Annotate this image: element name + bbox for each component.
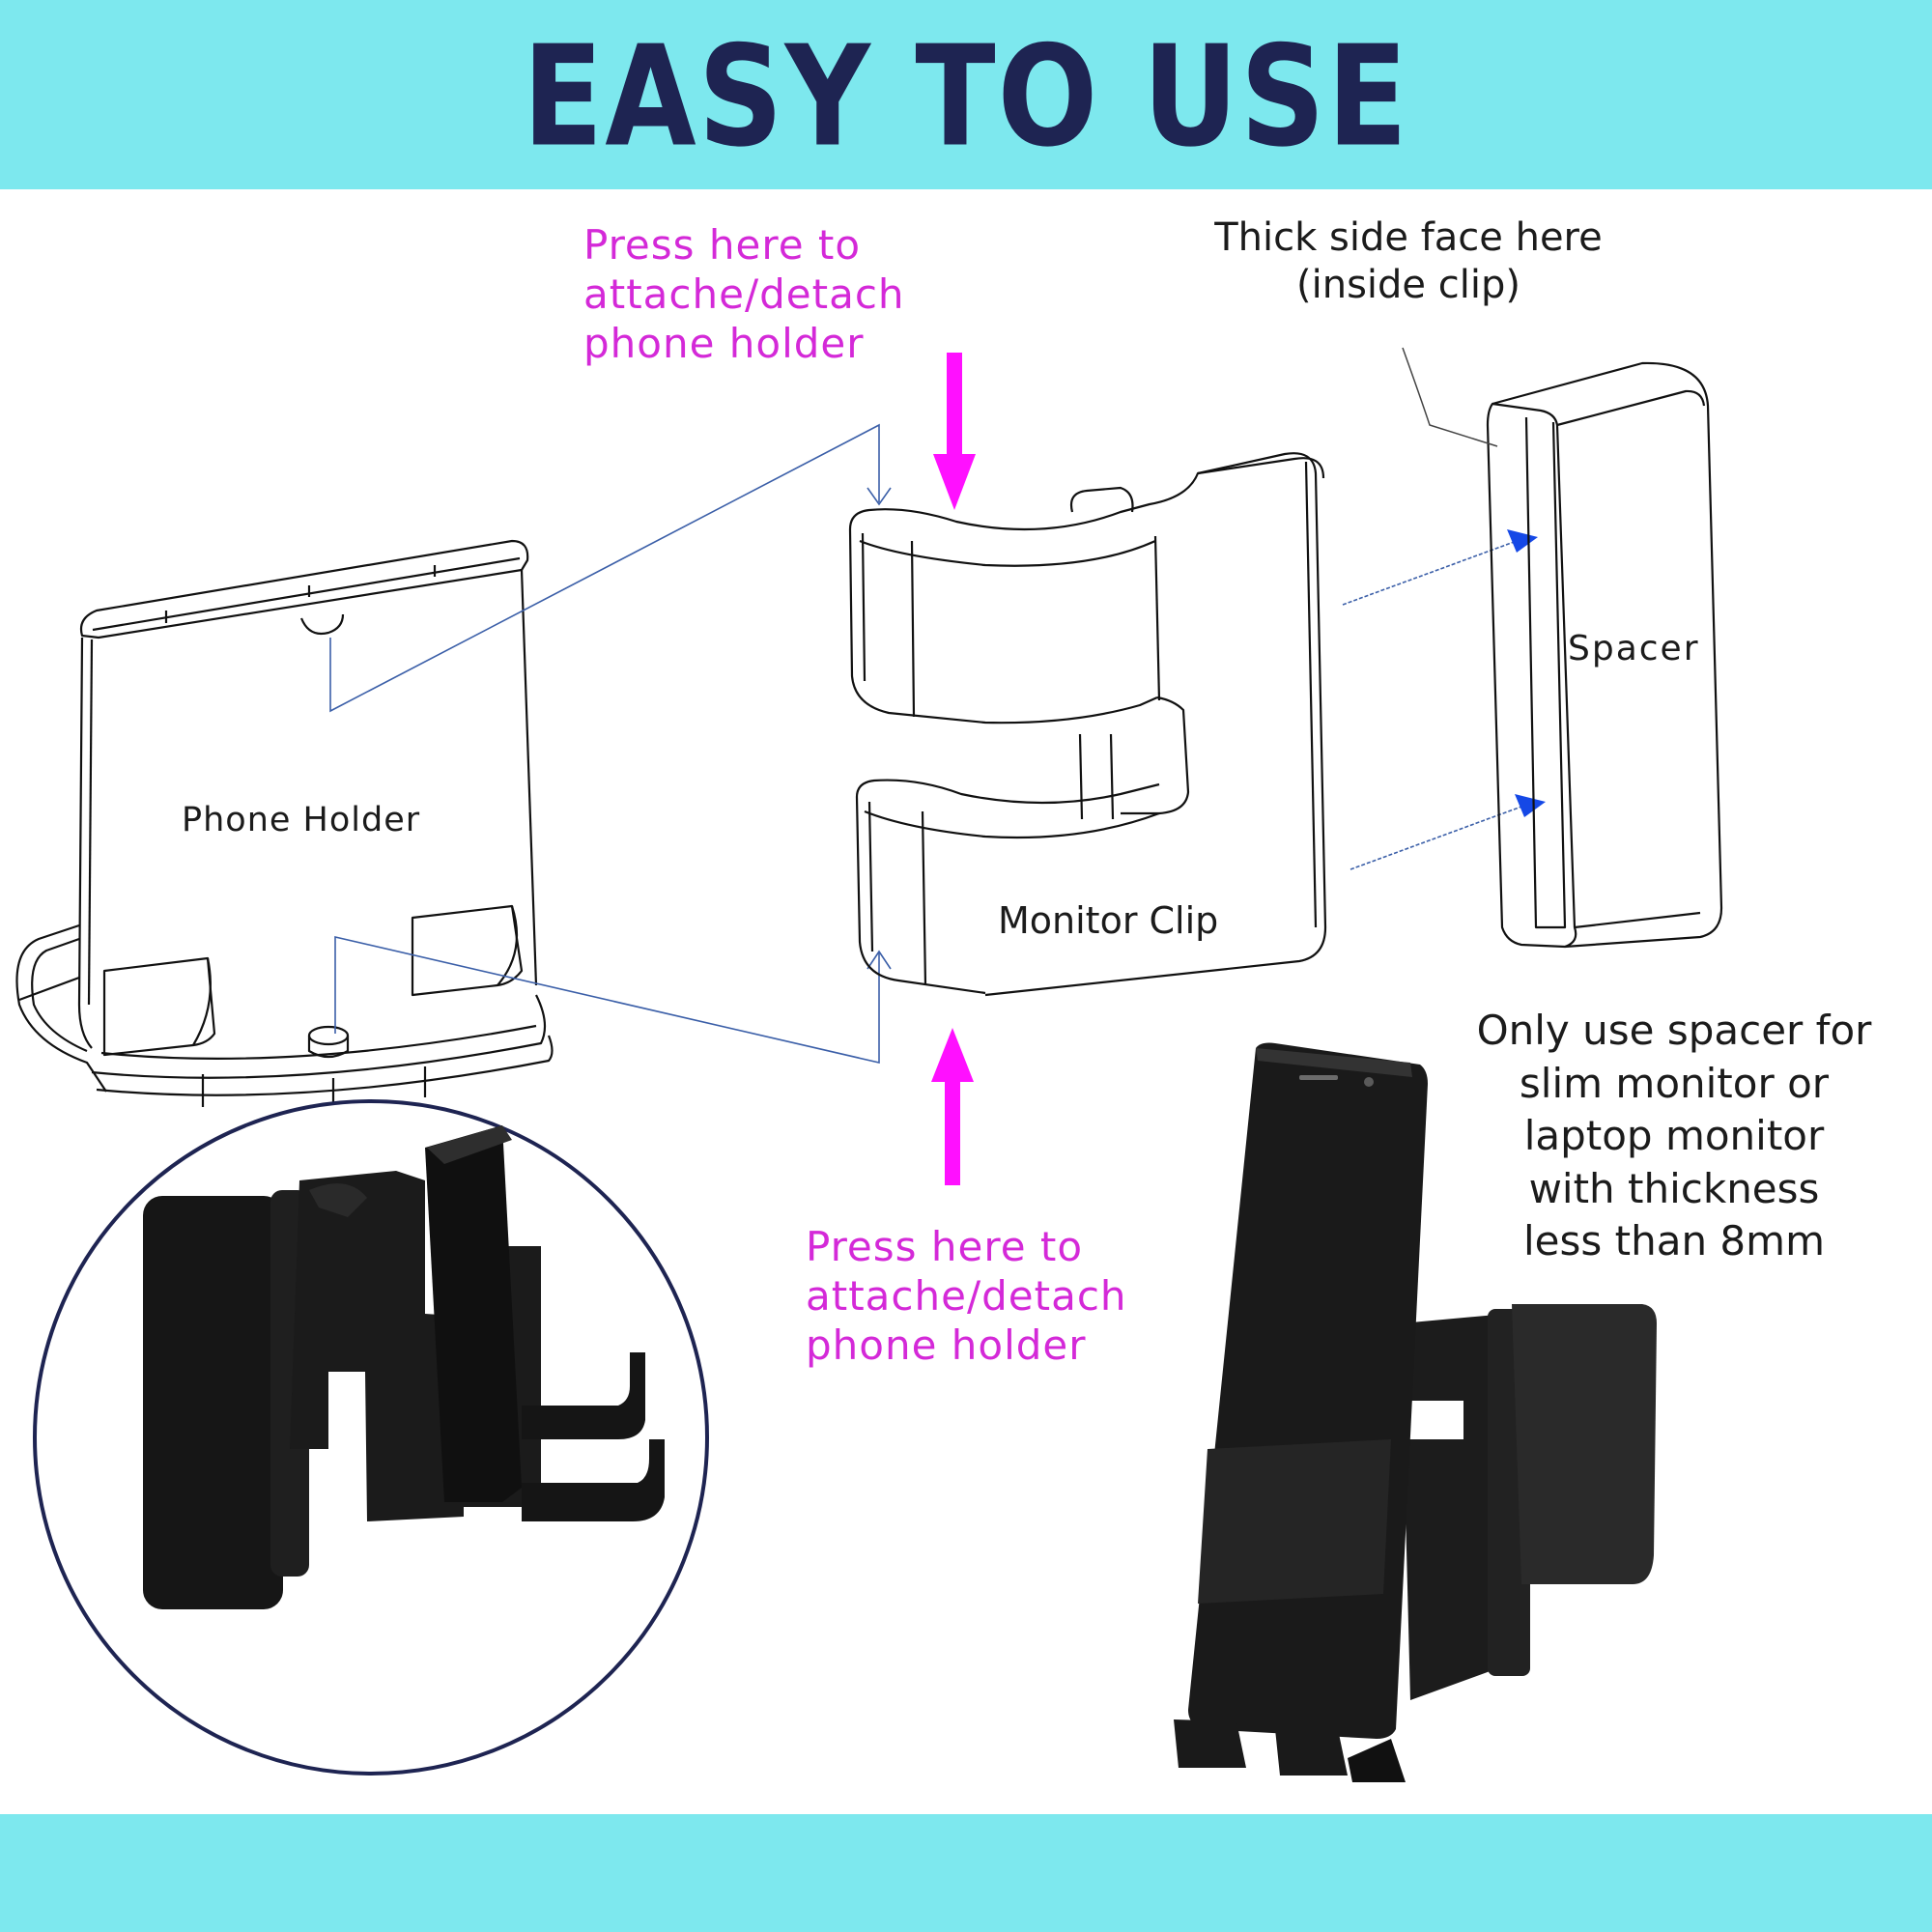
spacer-usage-note: Only use spacer for slim monitor or lapt…	[1476, 1007, 1872, 1265]
monitor-clip-drawing	[848, 452, 1327, 997]
part-label-spacer: Spacer	[1568, 629, 1700, 668]
thick-side-note: Thick side face here (inside clip)	[1214, 215, 1603, 307]
thick-side-leader	[1402, 347, 1498, 447]
spacer-drawing	[1486, 361, 1723, 949]
press-label-top: Press here to attache/detach phone holde…	[583, 221, 905, 368]
press-label-bottom: Press here to attache/detach phone holde…	[806, 1223, 1127, 1370]
phone-photo	[1174, 1042, 1657, 1782]
arrow-icon	[1515, 794, 1546, 817]
leader-lines	[329, 423, 1522, 1065]
press-arrow-down	[933, 353, 976, 510]
circle-photo	[33, 1099, 709, 1776]
page-title: EASY TO USE	[522, 15, 1410, 178]
part-label-monitor-clip: Monitor Clip	[998, 899, 1219, 942]
header-band: EASY TO USE	[0, 0, 1932, 189]
footer-band	[0, 1814, 1932, 1932]
part-label-phone-holder: Phone Holder	[182, 801, 421, 839]
spacer-target-arrows	[1507, 529, 1546, 817]
arrow-icon	[1507, 529, 1538, 553]
press-arrow-up	[931, 1028, 974, 1185]
